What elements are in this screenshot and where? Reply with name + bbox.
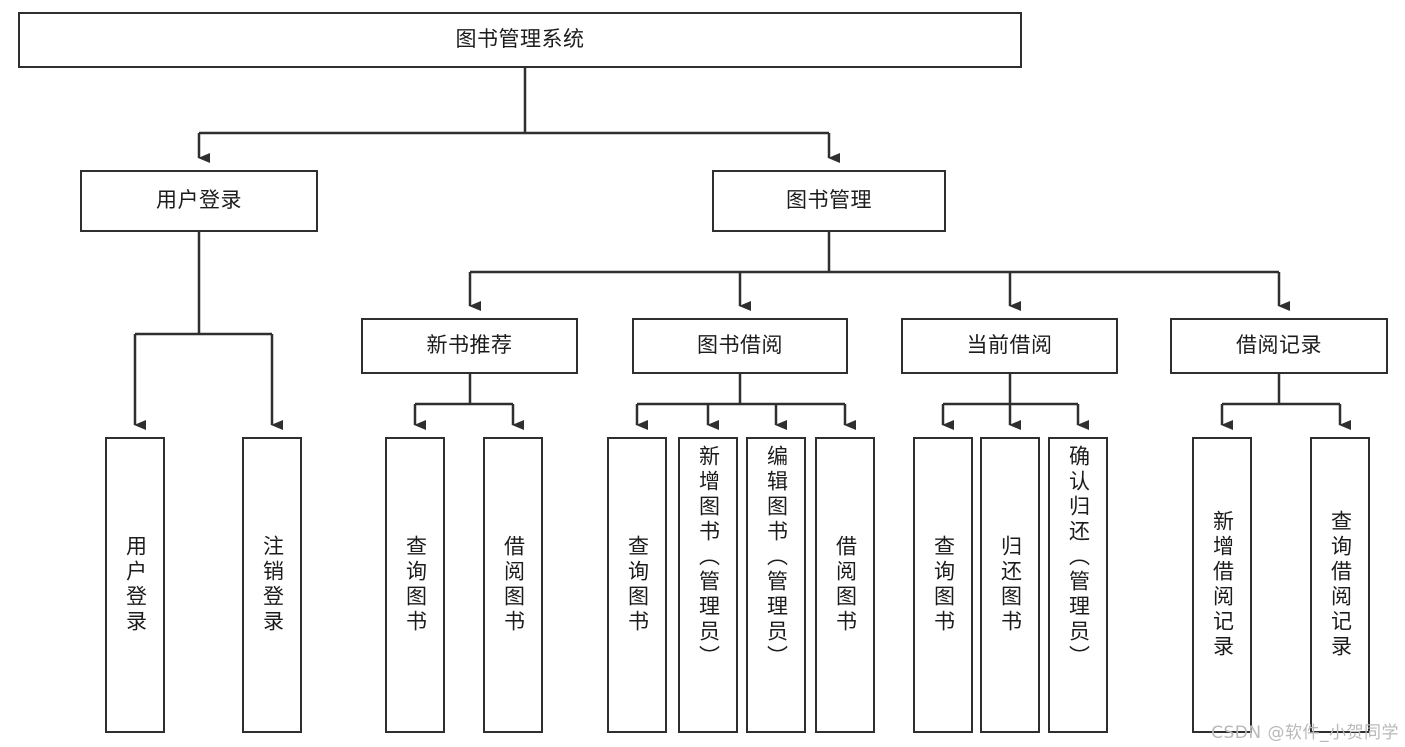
- node-label: 查询借阅记录: [1328, 510, 1353, 660]
- leaf-query-borrow-record[interactable]: 查询借阅记录: [1310, 437, 1370, 733]
- node-label: 新增借阅记录: [1210, 510, 1235, 660]
- node-root-system[interactable]: 图书管理系统: [18, 12, 1022, 68]
- node-label: 借阅记录: [1236, 333, 1322, 358]
- node-label: 用户登录: [123, 535, 148, 635]
- leaf-query-book-borrow[interactable]: 查询图书: [607, 437, 667, 733]
- node-label: 借阅图书: [501, 535, 526, 635]
- node-label: 查询图书: [403, 535, 428, 635]
- node-label: 注销登录: [260, 535, 285, 635]
- node-label: 图书借阅: [697, 333, 783, 358]
- node-current-borrow[interactable]: 当前借阅: [901, 318, 1118, 374]
- node-borrow-record[interactable]: 借阅记录: [1170, 318, 1388, 374]
- node-label: 新增图书（管理员）: [696, 445, 721, 670]
- node-user-login[interactable]: 用户登录: [80, 170, 318, 232]
- leaf-borrow-book-borrow[interactable]: 借阅图书: [815, 437, 875, 733]
- csdn-watermark: CSDN @软件_小贺同学: [1211, 723, 1399, 743]
- leaf-confirm-return-admin[interactable]: 确认归还（管理员）: [1048, 437, 1108, 733]
- leaf-borrow-book-recommend[interactable]: 借阅图书: [483, 437, 543, 733]
- leaf-logout[interactable]: 注销登录: [242, 437, 302, 733]
- leaf-query-book-current[interactable]: 查询图书: [913, 437, 973, 733]
- leaf-add-book-admin[interactable]: 新增图书（管理员）: [678, 437, 738, 733]
- node-label: 新书推荐: [426, 333, 513, 358]
- node-label: 查询图书: [931, 535, 956, 635]
- node-book-manage[interactable]: 图书管理: [712, 170, 946, 232]
- node-label: 查询图书: [625, 535, 650, 635]
- node-label: 用户登录: [156, 188, 242, 213]
- node-label: 归还图书: [998, 535, 1023, 635]
- node-label: 确认归还（管理员）: [1066, 445, 1091, 670]
- leaf-user-login[interactable]: 用户登录: [105, 437, 165, 733]
- leaf-edit-book-admin[interactable]: 编辑图书（管理员）: [746, 437, 806, 733]
- leaf-query-book-recommend[interactable]: 查询图书: [385, 437, 445, 733]
- node-label: 借阅图书: [833, 535, 858, 635]
- leaf-return-book[interactable]: 归还图书: [980, 437, 1040, 733]
- node-label: 图书管理系统: [455, 27, 585, 52]
- leaf-add-borrow-record[interactable]: 新增借阅记录: [1192, 437, 1252, 733]
- node-label: 编辑图书（管理员）: [764, 445, 789, 670]
- node-label: 图书管理: [786, 188, 872, 213]
- node-book-borrow[interactable]: 图书借阅: [632, 318, 848, 374]
- node-label: 当前借阅: [966, 333, 1053, 358]
- node-new-book-recommend[interactable]: 新书推荐: [361, 318, 578, 374]
